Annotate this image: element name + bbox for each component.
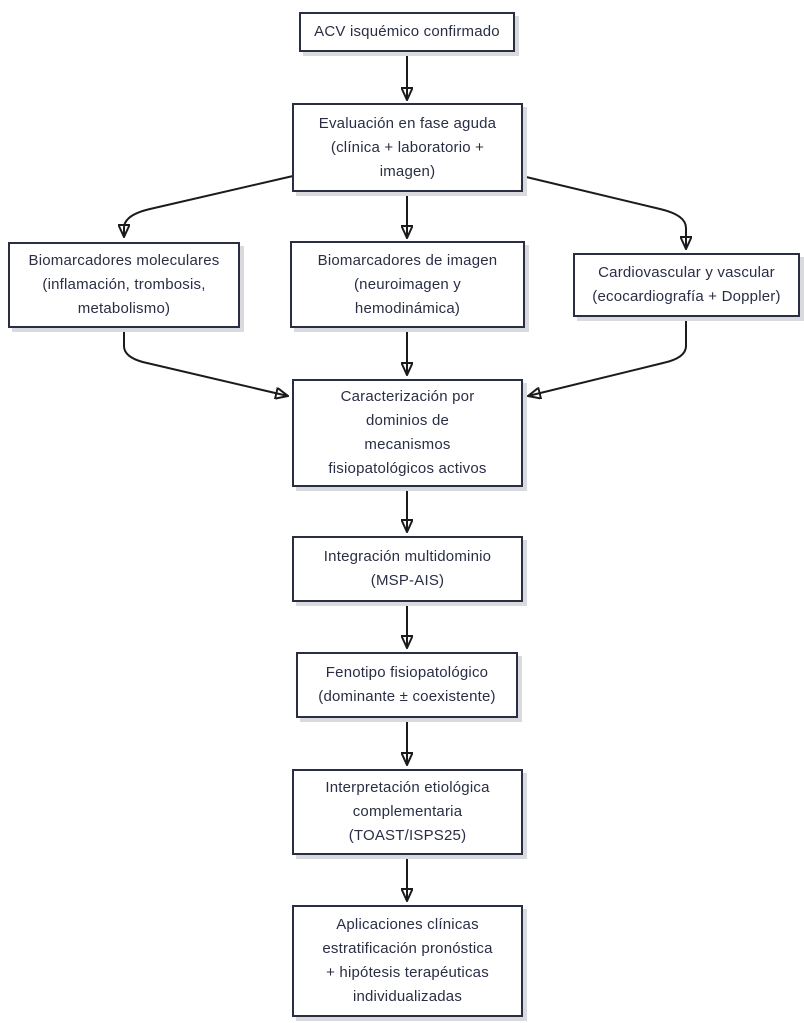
node-aplicaciones-clinicas: Aplicaciones clínicas estratificación pr… — [292, 905, 523, 1017]
node-evaluacion-fase-aguda: Evaluación en fase aguda (clínica + labo… — [292, 103, 523, 192]
node-biomarcadores-imagen: Biomarcadores de imagen (neuroimagen y h… — [290, 241, 525, 328]
node-integracion-multidominio: Integración multidominio (MSP-AIS) — [292, 536, 523, 602]
edge-evaluacion-to-cardiovascular — [521, 175, 686, 249]
node-acv-confirmado: ACV isquémico confirmado — [299, 12, 515, 52]
node-interpretacion-etiologica: Interpretación etiológica complementaria… — [292, 769, 523, 855]
edge-cardiovascular-to-caracterizacion — [528, 319, 687, 396]
edge-evaluacion-to-moleculares — [124, 175, 294, 237]
edge-moleculares-to-caracterizacion — [123, 330, 288, 396]
node-cardiovascular-vascular: Cardiovascular y vascular (ecocardiograf… — [573, 253, 800, 317]
node-fenotipo-fisiopatologico: Fenotipo fisiopatológico (dominante ± co… — [296, 652, 518, 718]
node-caracterizacion-dominios: Caracterización por dominios de mecanism… — [292, 379, 523, 487]
node-biomarcadores-moleculares: Biomarcadores moleculares (inflamación, … — [8, 242, 240, 328]
